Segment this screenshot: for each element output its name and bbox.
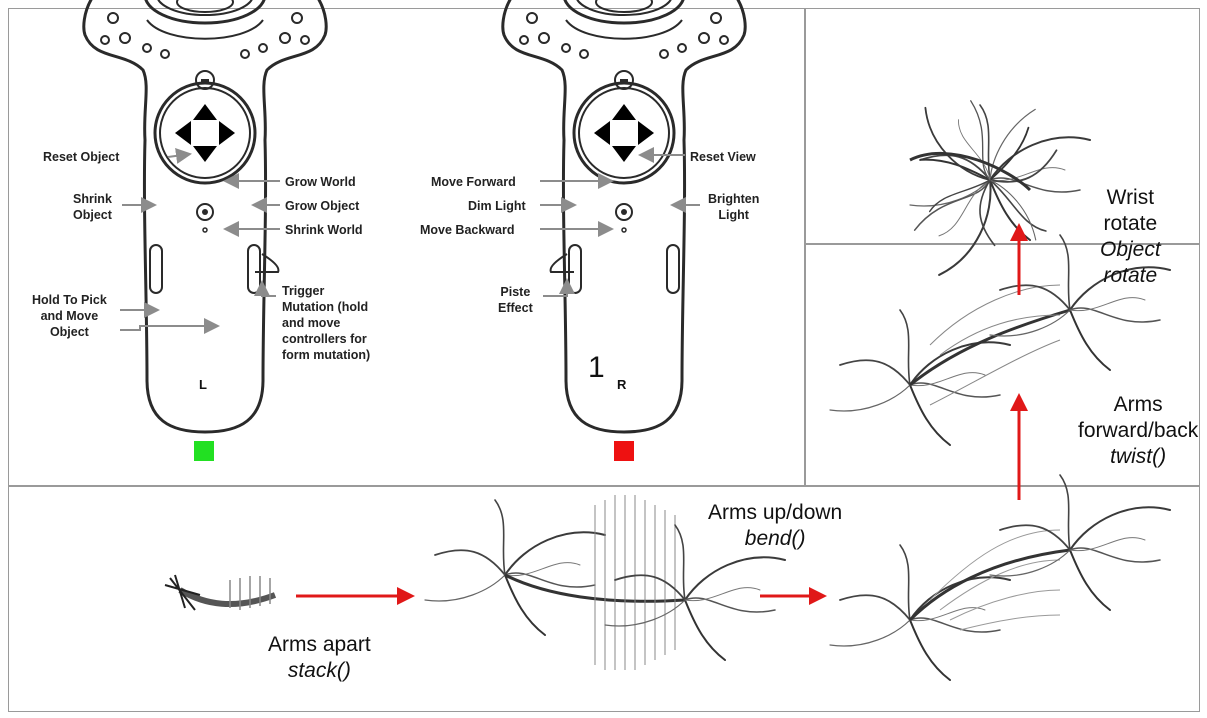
transition-arrows xyxy=(296,226,1019,596)
caption-arms-apart: Arms apart stack() xyxy=(268,632,371,684)
sculpture-stack xyxy=(165,575,275,610)
label-shrink-world: Shrink World xyxy=(285,222,363,238)
label-move-forward: Move Forward xyxy=(431,174,516,190)
label-grow-world: Grow World xyxy=(285,174,356,190)
label-reset-object: Reset Object xyxy=(43,149,119,165)
sculpture-rotate xyxy=(875,77,1100,302)
label-piste-effect: Piste Effect xyxy=(498,284,533,316)
label-reset-view: Reset View xyxy=(690,149,756,165)
caption-arms-updown: Arms up/down bend() xyxy=(708,500,842,552)
label-grow-object: Grow Object xyxy=(285,198,359,214)
right-side-letter: R xyxy=(617,377,626,392)
caption-wrist-rotate: Wrist rotate Object rotate xyxy=(1100,185,1161,289)
label-hold-to-pick: Hold To Pick and Move Object xyxy=(32,292,107,340)
label-brighten-light: Brighten Light xyxy=(708,191,759,223)
right-number: 1 xyxy=(588,352,605,384)
right-trigger xyxy=(551,254,574,272)
sculpture-updown xyxy=(830,475,1170,680)
left-trigger xyxy=(255,254,278,272)
label-shrink-object: Shrink Object xyxy=(73,191,112,223)
left-indicator xyxy=(194,441,214,461)
left-controller-drawing xyxy=(84,0,326,432)
label-dim-light: Dim Light xyxy=(468,198,526,214)
label-trigger-mutation: Trigger Mutation (hold and move controll… xyxy=(282,283,370,363)
label-move-backward: Move Backward xyxy=(420,222,514,238)
caption-arms-forward: Arms forward/back twist() xyxy=(1078,392,1198,470)
left-side-letter: L xyxy=(199,377,207,392)
right-indicator xyxy=(614,441,634,461)
